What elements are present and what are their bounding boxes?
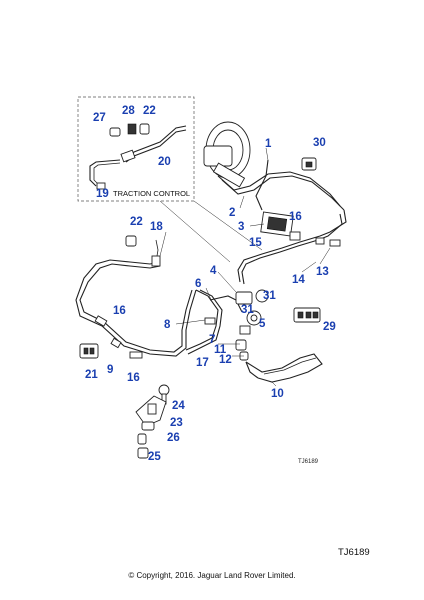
callout-5: 5 bbox=[259, 318, 266, 330]
callout-12: 12 bbox=[219, 354, 232, 366]
callout-labels: 1 2 3 4 5 6 7 8 9 10 11 12 13 14 15 16 1… bbox=[85, 105, 336, 463]
callout-14: 14 bbox=[292, 274, 305, 286]
callout-22-b: 22 bbox=[130, 216, 143, 228]
callout-16-a: 16 bbox=[289, 211, 302, 223]
inset-leader-line bbox=[193, 200, 263, 251]
callout-28: 28 bbox=[122, 105, 135, 117]
diagram-small-ref: TJ6189 bbox=[298, 459, 319, 465]
callout-16-b: 16 bbox=[113, 305, 126, 317]
callout-24: 24 bbox=[172, 400, 185, 412]
rear-brake-pipes bbox=[75, 259, 197, 359]
callout-10: 10 bbox=[271, 388, 284, 400]
bracket-30 bbox=[301, 157, 317, 171]
callout-30: 30 bbox=[313, 137, 326, 149]
callout-9: 9 bbox=[107, 364, 113, 376]
callout-29: 29 bbox=[323, 321, 336, 333]
callout-23: 23 bbox=[170, 417, 183, 429]
valve-block bbox=[235, 289, 269, 361]
copyright-notice: © Copyright, 2016. Jaguar Land Rover Lim… bbox=[128, 571, 296, 580]
callout-17: 17 bbox=[196, 357, 209, 369]
pipe-union bbox=[329, 239, 341, 247]
callout-16-c: 16 bbox=[127, 372, 140, 384]
callout-19: 19 bbox=[96, 188, 109, 200]
callout-26: 26 bbox=[167, 432, 180, 444]
callout-leaders bbox=[159, 147, 331, 387]
callout-31-b: 31 bbox=[241, 304, 254, 316]
brake-pipe-right-2 bbox=[241, 213, 343, 285]
callout-4: 4 bbox=[210, 265, 217, 277]
callout-25: 25 bbox=[148, 451, 161, 463]
center-pipes bbox=[185, 289, 243, 355]
inset-parts bbox=[89, 123, 187, 190]
callout-11: 11 bbox=[214, 344, 227, 356]
callout-22-a: 22 bbox=[143, 105, 156, 117]
diagram-reference: TJ6189 bbox=[338, 547, 370, 558]
traction-control-label: TRACTION CONTROL bbox=[113, 189, 190, 198]
callout-8: 8 bbox=[164, 319, 171, 331]
callout-6: 6 bbox=[195, 278, 201, 290]
pedal-area-parts bbox=[135, 384, 170, 459]
callout-3: 3 bbox=[238, 221, 244, 233]
union-18 bbox=[151, 255, 161, 267]
flexible-hose-10 bbox=[245, 353, 323, 383]
traction-control-inset bbox=[77, 96, 195, 202]
modulator-block bbox=[260, 211, 301, 241]
callout-1: 1 bbox=[265, 138, 272, 150]
inset-leader-line-2 bbox=[159, 200, 231, 263]
callout-2: 2 bbox=[229, 207, 235, 219]
callout-21: 21 bbox=[85, 369, 98, 381]
connector-21 bbox=[79, 343, 99, 359]
callout-15: 15 bbox=[249, 237, 262, 249]
callout-13: 13 bbox=[316, 266, 329, 278]
callout-27: 27 bbox=[93, 112, 106, 124]
callout-18: 18 bbox=[150, 221, 163, 233]
connector-29 bbox=[293, 307, 321, 323]
callout-20: 20 bbox=[158, 156, 171, 168]
pipe-clip bbox=[315, 237, 325, 245]
clip-22 bbox=[125, 235, 137, 247]
callout-31-a: 31 bbox=[263, 290, 276, 302]
callout-7: 7 bbox=[209, 334, 215, 346]
brake-servo-assembly bbox=[203, 121, 345, 211]
